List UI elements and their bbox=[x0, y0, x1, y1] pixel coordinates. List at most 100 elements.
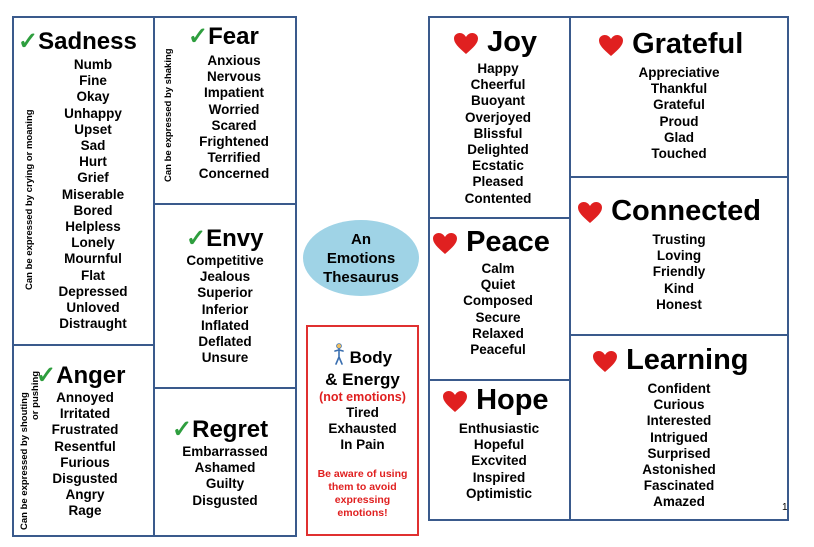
heart-icon bbox=[454, 32, 478, 54]
list-item: Glad bbox=[663, 129, 694, 145]
body-energy-note: (not emotions) bbox=[319, 390, 406, 404]
check-mark-icon: ✓ bbox=[188, 23, 209, 50]
heart-icon bbox=[593, 350, 617, 372]
list-item: Irritated bbox=[59, 406, 111, 422]
regret-word-list: Embarrassed Ashamed Guilty Disgusted bbox=[170, 444, 280, 509]
heart-icon bbox=[599, 34, 623, 56]
anger-word-list: Annoyed Irritated Frustrated Resentful F… bbox=[30, 390, 140, 520]
connected-word-list: Trusting Loving Friendly Kind Honest bbox=[619, 232, 739, 313]
list-item: Resentful bbox=[54, 438, 116, 454]
list-item: Disgusted bbox=[52, 471, 118, 487]
list-item: Trusting bbox=[652, 232, 706, 247]
fear-word-list: Anxious Nervous Impatient Worried Scared… bbox=[179, 53, 289, 183]
list-item: Annoyed bbox=[56, 390, 114, 405]
list-item: Distraught bbox=[59, 316, 127, 332]
list-item: Buoyant bbox=[471, 93, 525, 109]
list-item: Angry bbox=[65, 487, 105, 503]
envy-title: ✓Envy bbox=[186, 225, 264, 252]
thesaurus-line-2: Emotions bbox=[326, 249, 396, 267]
heart-icon bbox=[443, 390, 467, 412]
list-item: Proud bbox=[659, 113, 699, 129]
list-item: Guilty bbox=[205, 476, 245, 492]
list-item: Optimistic bbox=[465, 485, 532, 501]
list-item: Unsure bbox=[201, 350, 249, 366]
list-item: Upset bbox=[74, 121, 112, 137]
connected-title: Connected bbox=[577, 197, 761, 226]
grateful-title: Grateful bbox=[598, 30, 743, 59]
list-item: Numb bbox=[73, 57, 113, 72]
envy-word-list: Competitive Jealous Superior Inferior In… bbox=[170, 253, 280, 366]
list-item: Touched bbox=[651, 146, 707, 162]
connected-box bbox=[569, 176, 789, 336]
check-mark-icon: ✓ bbox=[36, 362, 57, 389]
list-item: Excvited bbox=[471, 453, 527, 469]
list-item: Embarrassed bbox=[182, 444, 268, 459]
fear-title: ✓Fear bbox=[188, 23, 259, 50]
list-item: Scared bbox=[211, 117, 257, 133]
list-item: Concerned bbox=[198, 166, 270, 182]
check-mark-icon: ✓ bbox=[18, 28, 39, 55]
list-item: Pleased bbox=[472, 174, 524, 190]
list-item: Loving bbox=[656, 248, 702, 264]
list-item: Frightened bbox=[199, 134, 269, 150]
fear-side-label: Can be expressed by shaking bbox=[163, 48, 174, 182]
body-energy-title: Body & Energy bbox=[308, 343, 417, 390]
list-item: Tired bbox=[346, 405, 379, 420]
list-item: Relaxed bbox=[472, 325, 524, 341]
list-item: Composed bbox=[463, 293, 533, 309]
list-item: Jealous bbox=[199, 269, 251, 285]
body-energy-warning: Be aware of using them to avoid expressi… bbox=[317, 468, 408, 519]
list-item: Happy bbox=[477, 61, 519, 76]
list-item: Unloved bbox=[66, 300, 120, 316]
list-item: Grateful bbox=[653, 97, 705, 113]
list-item: Astonished bbox=[642, 462, 716, 478]
fear-box bbox=[153, 16, 297, 205]
list-item: Hopeful bbox=[473, 437, 525, 453]
list-item: Friendly bbox=[652, 264, 706, 280]
list-item: Curious bbox=[653, 397, 705, 413]
joy-word-list: Happy Cheerful Buoyant Overjoyed Blissfu… bbox=[443, 61, 553, 207]
joy-title: Joy bbox=[453, 28, 537, 57]
list-item: Mournful bbox=[64, 251, 122, 267]
list-item: Furious bbox=[60, 454, 110, 470]
list-item: Grief bbox=[77, 170, 109, 186]
body-energy-word-list: Tired Exhausted In Pain bbox=[308, 405, 417, 453]
list-item: Intrigued bbox=[650, 429, 708, 445]
heart-icon bbox=[433, 232, 457, 254]
thesaurus-line-3: Thesaurus bbox=[323, 268, 399, 286]
list-item: Disgusted bbox=[192, 492, 258, 508]
list-item: Helpless bbox=[65, 219, 121, 235]
list-item: Enthusiastic bbox=[458, 421, 540, 436]
list-item: Kind bbox=[664, 280, 694, 296]
list-item: Competitive bbox=[186, 253, 264, 268]
sadness-side-label: Can be expressed by crying or moaning bbox=[24, 109, 35, 290]
list-item: Depressed bbox=[58, 283, 128, 299]
list-item: Quiet bbox=[480, 277, 516, 293]
list-item: Impatient bbox=[203, 85, 264, 101]
list-item: Appreciative bbox=[638, 65, 720, 80]
regret-title: ✓Regret bbox=[172, 416, 269, 443]
thesaurus-line-1: An bbox=[351, 230, 371, 248]
list-item: Contented bbox=[464, 190, 532, 206]
list-item: Inflated bbox=[200, 317, 249, 333]
hope-word-list: Enthusiastic Hopeful Excvited Inspired O… bbox=[444, 421, 554, 502]
list-item: Blissful bbox=[473, 125, 523, 141]
body-energy-box: Body & Energy (not emotions) Tired Exhau… bbox=[306, 325, 419, 536]
list-item: Rage bbox=[68, 503, 102, 519]
list-item: Peaceful bbox=[470, 342, 526, 358]
list-item: Cheerful bbox=[470, 77, 526, 93]
list-item: Inspired bbox=[472, 469, 526, 485]
list-item: Bored bbox=[73, 202, 113, 218]
sadness-title: ✓Sadness bbox=[18, 28, 137, 55]
list-item: Terrified bbox=[207, 150, 261, 166]
learning-title: Learning bbox=[592, 346, 749, 375]
list-item: Delighted bbox=[467, 142, 529, 158]
list-item: Exhausted bbox=[328, 421, 397, 436]
list-item: Miserable bbox=[61, 186, 125, 202]
list-item: Fine bbox=[79, 73, 107, 89]
joy-box bbox=[428, 16, 571, 219]
list-item: Secure bbox=[475, 309, 521, 325]
list-item: Nervous bbox=[206, 69, 262, 85]
list-item: Unhappy bbox=[64, 105, 122, 121]
list-item: Honest bbox=[656, 296, 702, 312]
